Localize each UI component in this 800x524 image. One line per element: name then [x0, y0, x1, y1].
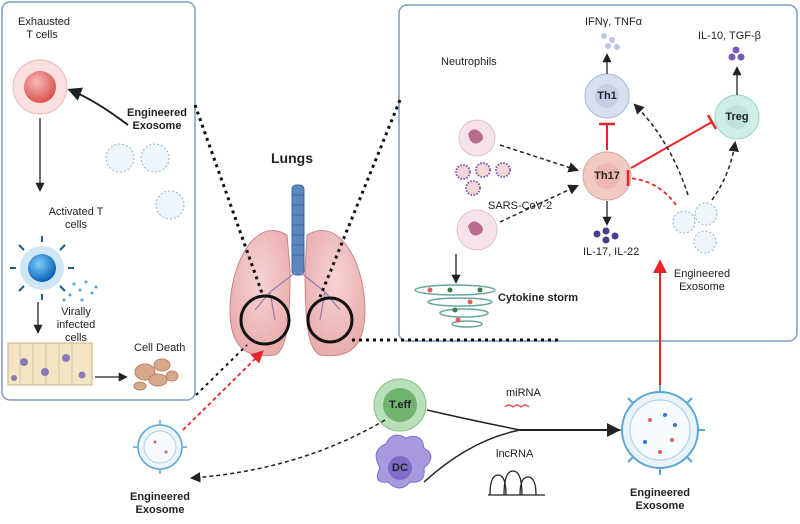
exosome-icon: [155, 190, 185, 220]
label-engineered-exosome-bottom-left: Engineered Exosome: [130, 491, 190, 516]
virus-icon: [465, 180, 481, 196]
sars-cov-2-icons: [455, 162, 511, 196]
th17-cell: [582, 151, 632, 201]
cell-death-icon: [133, 358, 179, 391]
exhausted-t-cell-icon: [12, 59, 68, 115]
t-eff-cell: [373, 378, 427, 432]
il17-il22-dots: [593, 227, 619, 244]
zoom-line-left-bottom: [195, 344, 248, 396]
label-activated-t-cells: Activated T cells: [48, 206, 104, 231]
arrow-exosome-to-treg: [711, 140, 739, 201]
label-mirna: miRNA: [506, 387, 541, 399]
label-lncrna: lncRNA: [496, 448, 534, 460]
neutrophil-icon-top: [458, 119, 496, 157]
left-panel: [1, 1, 196, 401]
exosome-icon: [140, 143, 170, 173]
label-neutrophils: Neutrophils: [441, 56, 497, 68]
arrow-teff-to-small-exosome: [189, 419, 386, 483]
label-virally-infected-cells: Virally infected cells: [56, 306, 96, 344]
label-exhausted-t-cells: Exhausted T cells: [18, 16, 70, 41]
treg-cell: [714, 94, 760, 140]
th1-cell: [584, 73, 630, 119]
dc-cell: [375, 434, 432, 489]
label-treg: Treg: [725, 111, 749, 123]
virus-icon: [495, 162, 511, 178]
exosome-icon: [694, 202, 718, 226]
activated-t-cell-icon: [10, 236, 98, 302]
label-th17: Th17: [594, 170, 620, 182]
arrow-small-exosome-to-lung: [182, 350, 264, 431]
lung-zoom-circle-left: [239, 294, 291, 346]
zoom-line-right-top: [318, 99, 402, 298]
arrow-neutrophil-to-th17: [499, 144, 579, 173]
label-il17-il22: IL-17, IL-22: [583, 246, 640, 258]
lungs-icon: [229, 184, 366, 357]
engineered-exosome-small: [133, 420, 187, 474]
mirna-icon: [504, 404, 530, 409]
virus-icon: [455, 164, 471, 180]
arrow-exosome-to-exhausted: [67, 87, 129, 126]
label-th1: Th1: [597, 90, 617, 102]
label-engineered-exosome-right-panel: Engineered Exosome: [673, 268, 731, 293]
line-dc-merge: [423, 429, 521, 483]
label-dc: DC: [392, 462, 408, 474]
label-ifn-tnf: IFNγ, TNFα: [585, 16, 643, 28]
lung-zoom-circle-right: [306, 296, 354, 344]
virus-icon: [475, 162, 491, 178]
exosome-inhibits-th17: [627, 177, 677, 206]
neutrophil-icon-bottom: [456, 209, 498, 251]
cytokine-storm-icon: [414, 284, 496, 328]
exosome-icon: [105, 143, 135, 173]
exosome-icon: [693, 230, 717, 254]
arrow-neutrophil2-to-th17: [499, 184, 579, 223]
label-lungs: Lungs: [271, 150, 313, 166]
right-panel: [398, 4, 798, 342]
ifn-tnf-dots: [601, 33, 620, 50]
label-cytokine-storm: Cytokine storm: [498, 292, 579, 304]
engineered-exosome-cluster-left: [105, 143, 185, 220]
label-engineered-exosome-left-panel: Engineered Exosome: [127, 107, 187, 132]
label-t-eff: T.eff: [389, 399, 411, 411]
engineered-exosome-big: [615, 385, 705, 475]
arrow-exosome-to-th1: [633, 103, 689, 196]
exosome-icon: [672, 210, 696, 234]
il10-tgfb-dots: [728, 46, 745, 61]
line-teff-merge: [426, 409, 521, 431]
th17-inhibits-treg: [630, 121, 713, 169]
label-sars-cov-2: SARS-CoV-2: [488, 200, 553, 212]
label-il10-tgfb: IL-10, TGF-β: [698, 30, 761, 42]
virally-infected-cells-icon: [7, 342, 93, 386]
label-engineered-exosome-bottom-right: Engineered Exosome: [630, 487, 690, 512]
label-cell-death: Cell Death: [134, 342, 186, 354]
engineered-exosome-cluster-right: [672, 202, 718, 254]
lncrna-icon: [488, 470, 545, 496]
zoom-line-left-top: [193, 104, 265, 297]
